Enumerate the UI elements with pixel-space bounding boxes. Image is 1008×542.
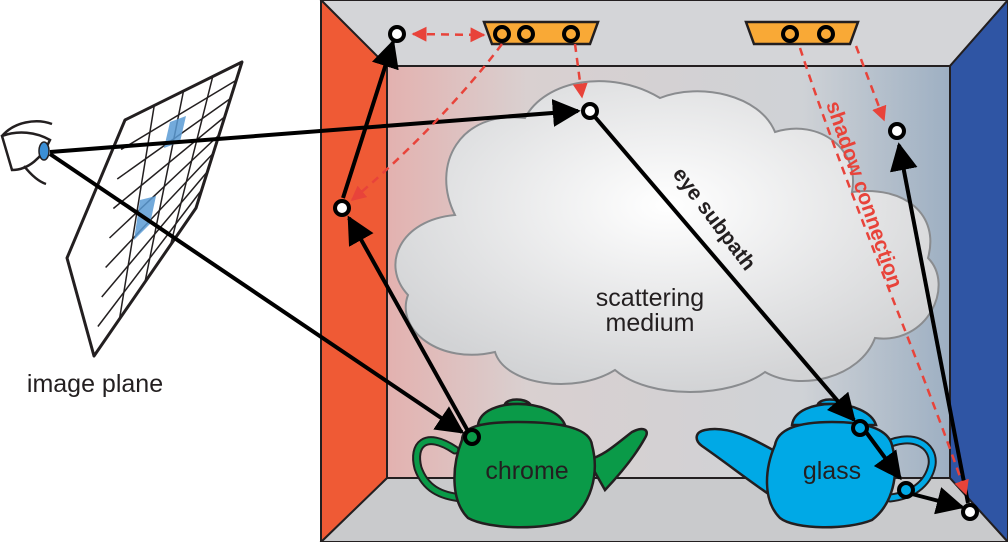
vertex-chrome-teapot: [463, 428, 481, 446]
grid-line-horizontal: [108, 134, 220, 239]
vertex-glass-exit: [897, 481, 915, 499]
grid-line-horizontal: [101, 171, 209, 298]
pixel-highlight-upper: [164, 116, 186, 148]
eye-subpath-ray: [593, 115, 856, 423]
scattering-medium-label-line2: medium: [606, 309, 695, 337]
image-plane: [65, 60, 244, 358]
chrome-path-segment-2: [341, 39, 399, 199]
ceiling: [319, 0, 1008, 67]
glass-label: glass: [803, 457, 861, 485]
vertex-medium-scatter: [581, 102, 599, 120]
scattering-medium-label-line1: scattering: [596, 284, 704, 312]
light-fixture-right: [744, 20, 860, 46]
grid-line-horizontal: [97, 189, 203, 327]
glass-path-segment-3: [890, 142, 970, 504]
vertex-glass-entry: [851, 419, 869, 437]
grid-line-horizontal: [120, 79, 237, 151]
camera-ray-upper: [49, 98, 581, 154]
eye-icon: [0, 120, 53, 186]
chrome-teapot: chrome: [412, 398, 648, 529]
grid-line-horizontal: [105, 152, 214, 269]
scattering-medium-cloud: [394, 80, 940, 393]
camera-ray-lower: [48, 152, 465, 434]
vertex-light-right-1: [781, 25, 799, 43]
vertex-light-left-1: [493, 25, 511, 43]
glass-path-segment-1: [864, 430, 902, 481]
image-plane-label: image plane: [27, 370, 163, 398]
shadow-connections: [350, 26, 969, 496]
grid-line-horizontal: [112, 116, 226, 210]
chrome-label: chrome: [485, 457, 568, 485]
vertex-light-right-2: [817, 25, 835, 43]
glass-path-segment-2: [911, 487, 965, 515]
path-vertices: [333, 25, 979, 521]
vertex-light-left-2: [517, 25, 535, 43]
chrome-path-segment-1: [347, 215, 471, 434]
back-wall-outline: [386, 65, 951, 479]
vertex-left-wall: [333, 199, 351, 217]
vertex-floor-right: [961, 503, 979, 521]
vertex-right-wall: [888, 122, 906, 140]
vertex-light-left-3: [562, 25, 580, 43]
vertex-ceiling-left: [388, 25, 406, 43]
